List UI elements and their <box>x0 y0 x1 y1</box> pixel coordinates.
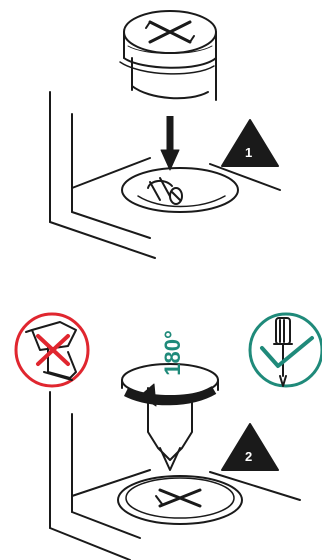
screwdriver-allowed-badge <box>250 314 322 386</box>
step-1-panel <box>50 11 280 258</box>
rotation-angle-label: 180° <box>160 330 186 376</box>
cam-bolt-icon <box>148 178 182 204</box>
cam-lock-icon <box>120 11 216 100</box>
board-panel-1 <box>50 92 280 258</box>
step-1-number: 1 <box>245 145 252 160</box>
step-2-number: 2 <box>245 449 252 464</box>
drill-prohibited-badge <box>16 314 88 386</box>
cam-lock-top-view <box>118 476 242 524</box>
down-arrow-icon <box>161 116 179 170</box>
